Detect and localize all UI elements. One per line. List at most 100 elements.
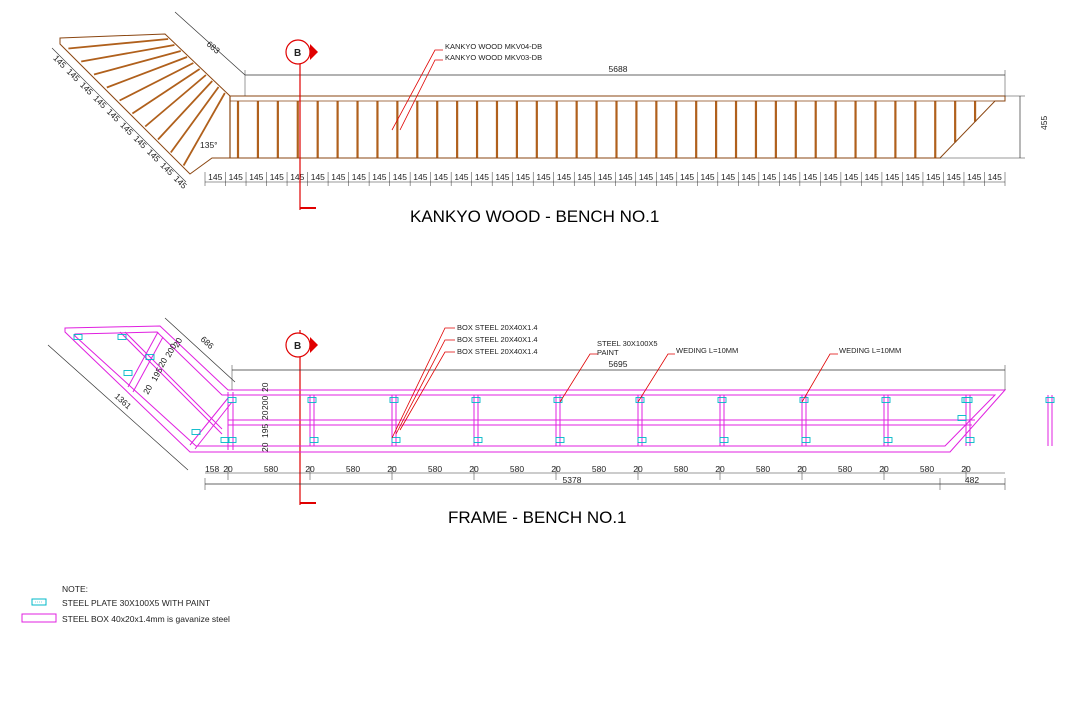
- section-label-bottom: B: [294, 341, 301, 352]
- frame-dim-bottom: 5378 482: [204, 475, 1006, 490]
- pitch-label: 145: [598, 172, 612, 182]
- frame-callout-1: BOX STEEL 20X40X1.4: [457, 323, 538, 332]
- diag-pitch-label: 145: [91, 93, 108, 110]
- wood-title: KANKYO WOOD - BENCH NO.1: [410, 207, 659, 226]
- steel-plate: [471, 397, 481, 403]
- steel-plate: [965, 437, 975, 443]
- wood-slat-diag: [119, 62, 194, 102]
- diag-pitch-label: 145: [145, 147, 162, 164]
- segment-label: 580: [838, 464, 852, 474]
- section-marker-bottom: B: [285, 330, 318, 505]
- post-width-label: 20: [715, 464, 725, 474]
- pitch-label: 145: [844, 172, 858, 182]
- pitch-label: 145: [885, 172, 899, 182]
- pitch-label: 145: [454, 172, 468, 182]
- svg-text:200: 200: [260, 396, 270, 410]
- section-label-top: B: [294, 48, 301, 59]
- frame-side-dims: 20 195 20 200 20 20 195 20 200 20: [141, 336, 270, 452]
- legend-plate-swatch: [31, 598, 47, 606]
- frame-body: [64, 325, 1055, 453]
- pitch-label: 145: [680, 172, 694, 182]
- steel-plate: [473, 437, 483, 443]
- wood-dim-diag: 683: [174, 11, 246, 76]
- steel-plate: [145, 354, 155, 360]
- diag-pitch-label: 145: [172, 174, 189, 191]
- steel-plate: [553, 397, 563, 403]
- pitch-label: 145: [393, 172, 407, 182]
- steel-plate: [309, 437, 319, 443]
- frame-callouts: BOX STEEL 20X40X1.4 BOX STEEL 20X40X1.4 …: [391, 323, 901, 439]
- segment-label: 580: [264, 464, 278, 474]
- segment-label: 580: [756, 464, 770, 474]
- pitch-label: 145: [721, 172, 735, 182]
- segment-label: 580: [674, 464, 688, 474]
- frame-start-offset: 158: [205, 464, 219, 474]
- steel-plate: [227, 397, 237, 403]
- legend-item-2: STEEL BOX 40x20x1.4mm is gavanize steel: [62, 614, 230, 624]
- frame-dim-diag: 686 1361: [47, 317, 236, 471]
- frame-diag-outer: 1361: [113, 391, 134, 411]
- wood-callout: KANKYO WOOD MKV04-DB KANKYO WOOD MKV03-D…: [391, 42, 542, 131]
- pitch-label: 145: [865, 172, 879, 182]
- frame-plates: [73, 334, 1055, 443]
- steel-plate: [881, 397, 891, 403]
- steel-plate: [957, 415, 967, 421]
- frame-bottom-total: 5378: [563, 475, 582, 485]
- frame-diag-length: 686: [199, 334, 216, 351]
- frame-end-offset: 482: [965, 475, 979, 485]
- steel-plate: [799, 397, 809, 403]
- frame-plate-callout-1: STEEL 30X100X5: [597, 339, 658, 348]
- wood-dim-height: 455: [940, 95, 1049, 159]
- wood-slat-diag: [182, 92, 226, 166]
- diag-pitch-label: 145: [132, 133, 149, 150]
- pitch-label: 145: [906, 172, 920, 182]
- steel-plate: [555, 437, 565, 443]
- section-marker-top: B: [285, 39, 318, 210]
- steel-plate: [963, 397, 973, 403]
- diag-pitch-label: 145: [118, 120, 135, 137]
- pitch-label: 145: [700, 172, 714, 182]
- post-width-label: 20: [961, 464, 971, 474]
- post-width-label: 20: [797, 464, 807, 474]
- diag-pitch-label: 145: [158, 160, 175, 177]
- wood-slat-diag: [144, 74, 207, 128]
- steel-plate: [220, 437, 230, 443]
- frame-outer: [64, 325, 1007, 453]
- frame-weld-2: WEDING L=10MM: [839, 346, 901, 355]
- svg-text:195: 195: [260, 424, 270, 438]
- legend-steel-swatch: [21, 613, 57, 623]
- diag-pitch-label: 145: [51, 53, 68, 70]
- pitch-label: 145: [311, 172, 325, 182]
- segment-label: 580: [346, 464, 360, 474]
- pitch-label: 145: [557, 172, 571, 182]
- pitch-label: 145: [434, 172, 448, 182]
- post-width-label: 20: [633, 464, 643, 474]
- wood-dim-total: 5688: [244, 64, 1006, 96]
- wood-slat-diag: [106, 56, 188, 89]
- pitch-label: 145: [331, 172, 345, 182]
- post-width-label: 20: [879, 464, 889, 474]
- pitch-label: 145: [352, 172, 366, 182]
- steel-plate: [637, 437, 647, 443]
- segment-label: 580: [920, 464, 934, 474]
- svg-text:20: 20: [260, 382, 270, 392]
- pitch-label: 145: [783, 172, 797, 182]
- pitch-label: 145: [413, 172, 427, 182]
- pitch-label: 145: [536, 172, 550, 182]
- steel-plate: [117, 334, 127, 340]
- wood-slats: [68, 38, 977, 166]
- wood-material-1: KANKYO WOOD MKV04-DB: [445, 42, 542, 51]
- pitch-label: 145: [926, 172, 940, 182]
- diag-pitch-label: 145: [78, 80, 95, 97]
- wood-slat-diag: [93, 50, 181, 76]
- wood-slat-diag: [157, 80, 213, 141]
- svg-text:20: 20: [260, 442, 270, 452]
- wood-slat-diag: [68, 38, 169, 50]
- pitch-label: 145: [824, 172, 838, 182]
- post-width-label: 20: [551, 464, 561, 474]
- post-width-label: 20: [223, 464, 233, 474]
